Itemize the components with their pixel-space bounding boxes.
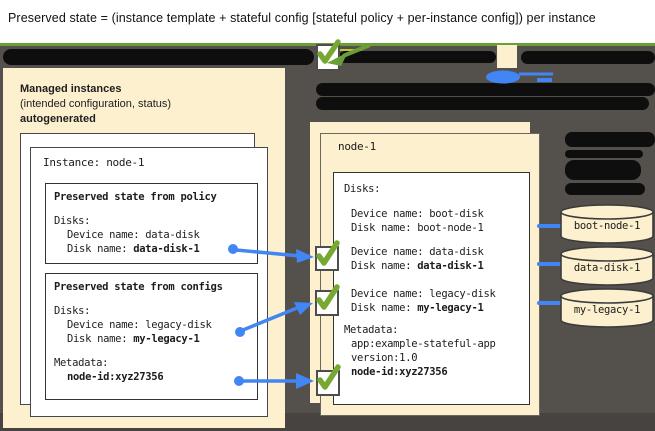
policy-disk-label: Disk name: bbox=[67, 243, 134, 255]
node-panel-title: node-1 bbox=[338, 140, 376, 153]
checkbox bbox=[315, 246, 339, 271]
disk-cylinder-icon bbox=[560, 288, 654, 328]
preserved-state-configs-box bbox=[45, 273, 258, 400]
configs-box-title: Preserved state from configs bbox=[54, 281, 223, 293]
cylinder-label: my-legacy-1 bbox=[573, 304, 641, 316]
legacy-disk-line: Disk name: my-legacy-1 bbox=[351, 302, 484, 314]
metadata-app-line: app:example-stateful-app bbox=[351, 338, 496, 350]
redacted-bar bbox=[565, 160, 641, 180]
redacted-bar bbox=[3, 49, 314, 65]
instance-card-title: Instance: node-1 bbox=[43, 156, 145, 169]
legacy-device-line: Device name: legacy-disk bbox=[351, 288, 496, 300]
boot-device-line: Device name: boot-disk bbox=[351, 208, 484, 220]
preserved-state-policy-box bbox=[45, 183, 258, 264]
redacted-bar bbox=[565, 132, 655, 147]
redacted-bar bbox=[316, 97, 649, 110]
heading-line: Managed instances bbox=[20, 83, 122, 95]
policy-device-line: Device name: data-disk bbox=[67, 229, 200, 241]
data-device-line: Device name: data-disk bbox=[351, 246, 484, 258]
configs-disk-line: Disk name: my-legacy-1 bbox=[67, 333, 200, 345]
policy-disk-line: Disk name: data-disk-1 bbox=[67, 243, 200, 255]
boot-disk-line: Disk name: boot-node-1 bbox=[351, 222, 484, 234]
configs-device-line: Device name: legacy-disk bbox=[67, 319, 212, 331]
configs-disks-label: Disks: bbox=[54, 305, 91, 317]
heading-subline2: autogenerated bbox=[20, 113, 96, 125]
diagram-title: Preserved state = (instance template + s… bbox=[8, 11, 596, 25]
node-disks-label: Disks: bbox=[344, 183, 381, 195]
policy-box-title: Preserved state from policy bbox=[54, 191, 217, 203]
data-disk-line: Disk name: data-disk-1 bbox=[351, 260, 484, 272]
disk-cylinder-icon bbox=[560, 246, 654, 286]
configs-metadata-label: Metadata: bbox=[54, 357, 109, 369]
cylinder-label: boot-node-1 bbox=[573, 220, 641, 232]
cream-chip bbox=[497, 45, 517, 68]
redacted-bar bbox=[316, 83, 655, 96]
disk-cylinder-icon bbox=[560, 204, 654, 244]
legacy-disk-value: my-legacy-1 bbox=[417, 302, 484, 314]
configs-metadata-value: node-id:xyz27356 bbox=[67, 371, 164, 383]
policy-disk-value: data-disk-1 bbox=[133, 243, 200, 255]
heading-subline: (intended configuration, status) bbox=[20, 98, 172, 110]
cylinder-label: data-disk-1 bbox=[573, 262, 641, 274]
managed-instances-heading: Managed instances (intended configuratio… bbox=[20, 82, 171, 127]
configs-disk-label: Disk name: bbox=[67, 333, 134, 345]
checkbox bbox=[315, 290, 339, 316]
node-detail-box bbox=[333, 172, 530, 405]
data-disk-value: data-disk-1 bbox=[417, 260, 484, 272]
redacted-bar bbox=[521, 51, 655, 64]
redacted-bar bbox=[565, 183, 645, 195]
redacted-bar bbox=[565, 150, 643, 158]
policy-disks-label: Disks: bbox=[54, 215, 91, 227]
checkbox bbox=[316, 370, 340, 396]
legacy-disk-label: Disk name: bbox=[351, 302, 418, 314]
node-metadata-label: Metadata: bbox=[344, 324, 399, 336]
configs-disk-value: my-legacy-1 bbox=[133, 333, 200, 345]
data-disk-label: Disk name: bbox=[351, 260, 418, 272]
checkbox bbox=[316, 44, 340, 71]
metadata-node-line: node-id:xyz27356 bbox=[351, 366, 448, 378]
redacted-bar bbox=[339, 51, 496, 63]
metadata-version-line: version:1.0 bbox=[351, 352, 418, 364]
